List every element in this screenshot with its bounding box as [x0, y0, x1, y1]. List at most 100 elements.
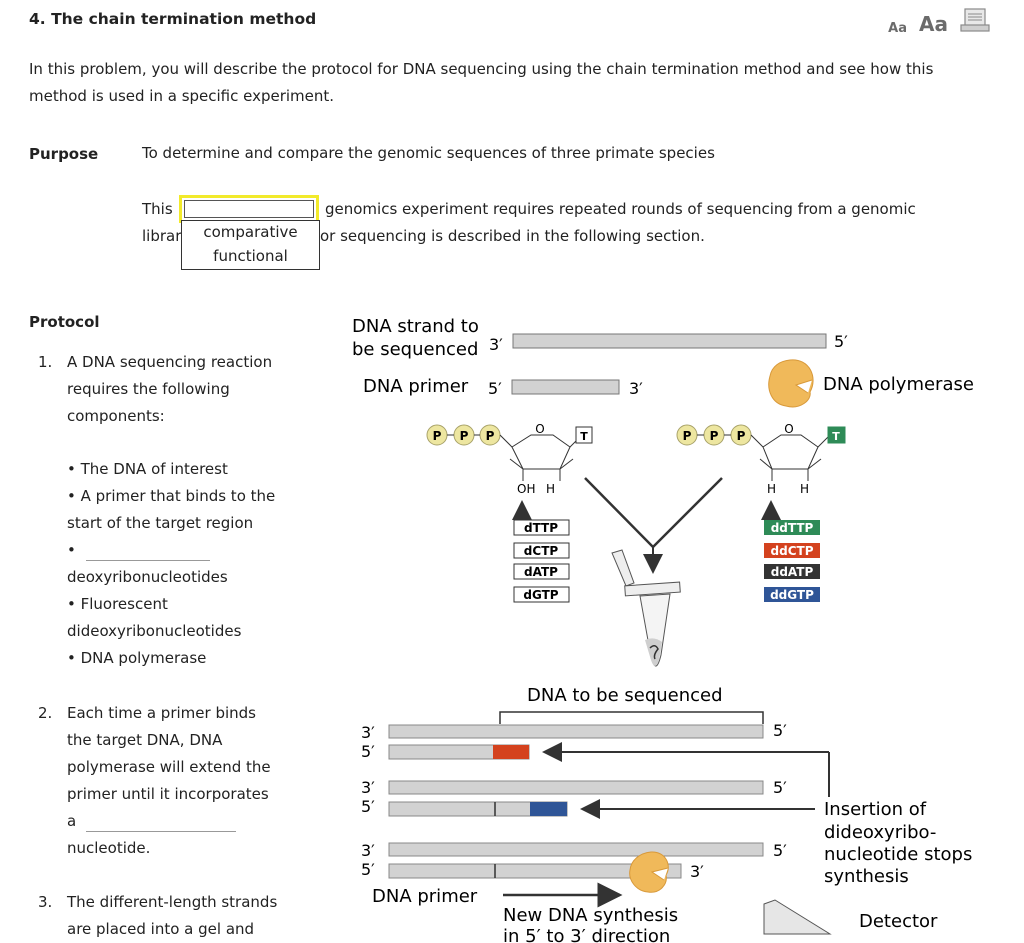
bullet-polymerase: • DNA polymerase: [67, 649, 207, 667]
mix-funnel: [584, 477, 723, 549]
nucleotide-blank-input[interactable]: [86, 812, 236, 832]
ddgtp-box: [764, 587, 820, 602]
pair3-3prime-right: 3′: [690, 862, 704, 881]
step2-line-4: primer until it incorporates: [67, 785, 269, 803]
pair3-5prime: 5′: [773, 841, 787, 860]
strand-label-line1: DNA strand to: [352, 316, 479, 337]
base-t-label: T: [580, 430, 588, 443]
pair1-5prime-left: 5′: [361, 742, 375, 761]
bullet-deoxy: deoxyribonucleotides: [67, 568, 228, 586]
primer-strand: [511, 379, 620, 395]
phosphate-label: P: [710, 429, 719, 443]
sequence-bracket: [499, 711, 764, 724]
ddatp-box: [764, 564, 820, 579]
h-label: H: [767, 482, 776, 496]
base-t-label: T: [832, 430, 840, 443]
strand-3prime: 3′: [489, 335, 503, 354]
step2-line-3: polymerase will extend the: [67, 758, 271, 776]
dttp-box: [513, 519, 570, 536]
intro-text: In this problem, you will describe the p…: [29, 60, 934, 105]
h-label: H: [800, 482, 809, 496]
ring-oxygen-label: O: [784, 422, 793, 436]
pair3-5prime-left: 5′: [361, 860, 375, 879]
ddttp-label: ddTTP: [771, 521, 814, 535]
detector-label: Detector: [859, 911, 938, 932]
bullet-primer-2: start of the target region: [67, 514, 254, 532]
step3-number: 3.: [38, 893, 53, 911]
step2-a: a: [67, 812, 77, 830]
step3-line-1: The different-length strands: [67, 893, 278, 911]
ddntp-structure: P P P O T H H: [676, 422, 846, 520]
dttp-label: dTTP: [524, 521, 558, 535]
pair3-new-strand: [388, 863, 682, 879]
purpose-line1-after: genomics experiment requires repeated ro…: [325, 200, 916, 218]
new-synthesis-label-1: New DNA synthesis: [503, 905, 678, 926]
phosphate-label: P: [486, 429, 495, 443]
primer-5prime: 5′: [488, 379, 502, 398]
print-icon[interactable]: [960, 8, 990, 36]
datp-label: dATP: [524, 565, 558, 579]
dropdown-option-comparative[interactable]: comparative: [203, 223, 298, 241]
step2-line-2: the target DNA, DNA: [67, 731, 223, 749]
pair2-ddgtp-terminator: [530, 802, 567, 816]
dctp-label: dCTP: [524, 544, 559, 558]
bullet-fluorescent-1: • Fluorescent: [67, 595, 168, 613]
phosphate-label: P: [460, 429, 469, 443]
deoxy-blank-input[interactable]: [86, 541, 210, 561]
primer-label: DNA primer: [363, 376, 469, 397]
phosphate-label: P: [433, 429, 442, 443]
insertion-label-4: synthesis: [824, 866, 909, 887]
ddctp-box: [764, 543, 820, 558]
toolbar: Aa Aa: [888, 8, 990, 36]
pair1-3prime: 3′: [361, 723, 375, 742]
primer-bottom-label: DNA primer: [372, 886, 478, 907]
dgtp-box: [513, 586, 570, 603]
insertion-label-2: dideoxyribo-: [824, 822, 936, 843]
dna-polymerase-icon: [768, 359, 814, 408]
pair2-template: [388, 780, 764, 795]
strand-5prime: 5′: [834, 332, 848, 351]
phosphate-label: P: [683, 429, 692, 443]
protocol-label: Protocol: [29, 313, 100, 331]
dntp-structure: P P P O T OH H: [426, 422, 593, 520]
pair2-5prime: 5′: [773, 778, 787, 797]
step1-number: 1.: [38, 353, 53, 371]
purpose-line1-before: This: [142, 200, 173, 218]
purpose-label: Purpose: [29, 145, 99, 163]
pair1-ddctp-terminator: [493, 745, 529, 759]
ddgtp-label: ddGTP: [770, 588, 814, 602]
template-strand: [512, 333, 827, 349]
polymerase-on-strand-icon: [629, 851, 669, 893]
step3-line-2: are placed into a gel and: [67, 920, 255, 938]
test-tube-icon: [611, 549, 681, 667]
dctp-box: [513, 542, 570, 559]
bullet-dna-of-interest: • The DNA of interest: [67, 460, 228, 478]
step1-line-1: A DNA sequencing reaction: [67, 353, 273, 371]
step2-end: nucleotide.: [67, 839, 151, 857]
datp-box: [513, 563, 570, 580]
purpose-line2-before: librar: [142, 227, 182, 245]
purpose-line2-after: or sequencing is described in the follow…: [320, 227, 705, 245]
purpose-text: To determine and compare the genomic seq…: [142, 144, 715, 162]
bullet-primer-1: • A primer that binds to the: [67, 487, 276, 505]
pair2-5prime-left: 5′: [361, 797, 375, 816]
primer-3prime: 3′: [629, 379, 643, 398]
dna-to-be-sequenced-label: DNA to be sequenced: [527, 685, 723, 706]
bullet-blank-marker: •: [67, 541, 76, 559]
text-size-small-button[interactable]: Aa: [888, 21, 908, 36]
dgtp-label: dGTP: [523, 588, 558, 602]
step1-line-3: components:: [67, 407, 165, 425]
pair1-5prime: 5′: [773, 721, 787, 740]
ddttp-box: [764, 520, 820, 535]
ddctp-label: ddCTP: [771, 544, 814, 558]
pair3-template: [388, 842, 764, 857]
pair3-3prime: 3′: [361, 841, 375, 860]
pair2-3prime: 3′: [361, 778, 375, 797]
insertion-label-1: Insertion of: [824, 799, 927, 820]
text-size-large-button[interactable]: Aa: [919, 12, 948, 36]
phosphate-label: P: [737, 429, 746, 443]
dropdown-option-functional[interactable]: functional: [213, 247, 288, 265]
dropdown-value: [184, 200, 314, 218]
dropdown-menu: comparative functional: [181, 220, 320, 270]
